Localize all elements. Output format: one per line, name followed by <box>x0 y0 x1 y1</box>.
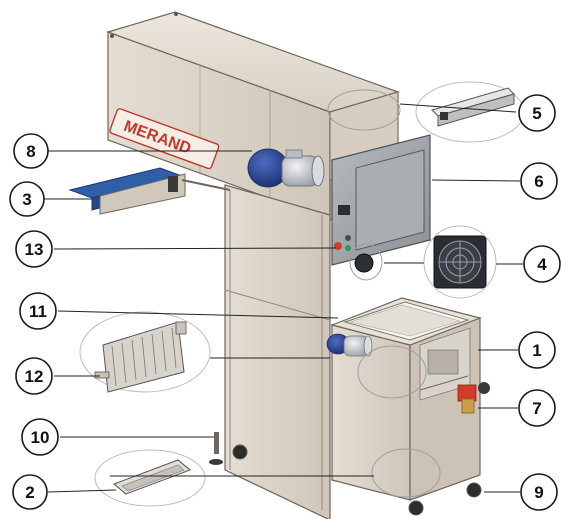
svg-text:2: 2 <box>25 483 34 502</box>
leg-left <box>214 432 219 454</box>
callout-2: 2 <box>12 474 48 510</box>
highlight-12 <box>357 345 427 399</box>
highlight-4 <box>349 243 383 281</box>
highlight-5 <box>327 89 401 131</box>
callout-11: 11 <box>19 292 57 330</box>
svg-text:12: 12 <box>25 367 44 386</box>
callout-6: 6 <box>520 162 558 200</box>
detail-5-bar <box>415 81 525 143</box>
wheel-right <box>466 482 482 498</box>
callout-9: 9 <box>520 473 558 511</box>
svg-text:13: 13 <box>25 240 44 259</box>
callout-1: 1 <box>518 331 556 369</box>
svg-text:9: 9 <box>534 483 543 502</box>
svg-text:7: 7 <box>532 399 541 418</box>
cabinet-fan <box>354 253 374 273</box>
cabinet-display <box>338 205 350 215</box>
callout-3: 3 <box>9 181 45 217</box>
control-button-red <box>334 242 342 250</box>
wheel-front <box>408 500 424 516</box>
machine: MERAND <box>68 11 490 519</box>
svg-text:5: 5 <box>532 104 541 123</box>
foot-10 <box>209 459 223 465</box>
callout-7: 7 <box>518 389 556 427</box>
svg-text:3: 3 <box>22 190 31 209</box>
callout-4: 4 <box>523 245 561 283</box>
outlet-7 <box>457 382 490 414</box>
wheel-left <box>232 444 248 460</box>
callout-12: 12 <box>15 357 53 395</box>
callout-10: 10 <box>21 418 59 456</box>
svg-text:8: 8 <box>26 142 35 161</box>
detail-4-fan <box>423 225 497 299</box>
svg-text:11: 11 <box>29 302 47 321</box>
callout-13: 13 <box>15 230 53 268</box>
detail-2-tray <box>94 449 206 507</box>
detail-12-radiator <box>79 311 211 393</box>
motor-8 <box>247 148 325 188</box>
svg-text:1: 1 <box>532 341 541 360</box>
central-column <box>224 184 331 519</box>
svg-text:6: 6 <box>534 172 543 191</box>
svg-text:10: 10 <box>31 428 50 447</box>
motor-11 <box>326 333 373 357</box>
svg-text:4: 4 <box>537 255 547 274</box>
conveyor-3 <box>68 167 231 215</box>
callout-5: 5 <box>518 94 556 132</box>
cabinet-door <box>355 149 425 251</box>
callout-8: 8 <box>13 133 49 169</box>
highlight-2 <box>371 448 441 498</box>
leader-lines <box>44 103 524 493</box>
